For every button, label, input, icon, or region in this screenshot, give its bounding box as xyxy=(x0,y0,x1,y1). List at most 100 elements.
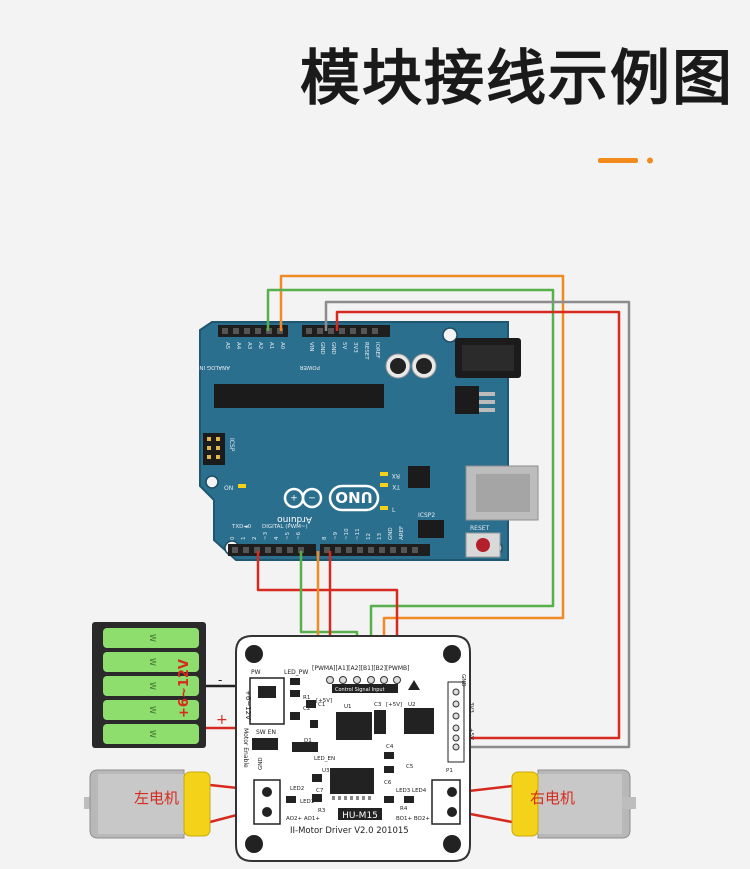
power-label: POWER xyxy=(299,364,320,370)
r4-label: R4 xyxy=(400,806,408,812)
txd-label: TXD◄0 xyxy=(231,524,252,530)
motor-enable-label: Motor Enable xyxy=(242,728,249,768)
left-motor-terminal xyxy=(253,779,281,825)
pin-label: A4 xyxy=(235,342,241,350)
right-motor-label: 右电机 xyxy=(530,789,575,807)
icsp-header xyxy=(203,433,225,465)
l-label: L xyxy=(392,507,396,514)
pin-label: RESET xyxy=(363,342,369,360)
arduino-logo: UNO − + Arduino xyxy=(277,484,380,524)
u1-label: U1 xyxy=(344,704,352,710)
pin-label: 0 xyxy=(230,536,236,540)
r1-label: R1 xyxy=(303,695,310,701)
battery-plus: + xyxy=(216,712,228,728)
p1-header xyxy=(447,681,465,763)
cell-mark: W xyxy=(148,682,157,690)
cell-mark: W xyxy=(148,730,157,738)
wire-orange-pwmb xyxy=(279,274,565,680)
driver-subtitle: II-Motor Driver V2.0 201015 xyxy=(290,826,409,836)
cell-mark: W xyxy=(148,634,157,642)
esd-warning-icon xyxy=(408,680,420,690)
pin-label: ~6 xyxy=(296,531,302,540)
right-motor-terminal xyxy=(431,779,461,825)
right-motor: 右电机 xyxy=(511,769,636,839)
icsp-label: ICSP xyxy=(228,438,235,452)
icsp2-label: ICSP2 xyxy=(418,512,435,519)
p1-label: P1 xyxy=(446,768,453,774)
c7-label: C7 xyxy=(316,788,324,794)
pin-label: GND xyxy=(319,342,325,355)
bo-label: BO1+ BO2+ xyxy=(396,816,430,822)
battery-voltage-label: +6~12V xyxy=(177,659,192,718)
pin-label: 1 xyxy=(241,537,247,541)
left-motor: 左电机 xyxy=(84,769,211,839)
cell-mark: W xyxy=(148,658,157,666)
power-terminal xyxy=(249,677,285,725)
svg-text:+: + xyxy=(290,492,298,502)
pin-label: 5V xyxy=(341,342,347,349)
pin-header-label: [PWMA][A1][A2][B1][B2][PWMB] xyxy=(312,665,409,672)
led2-label: LED2 xyxy=(290,786,304,792)
arduino-uno-board: A5 A4 A3 A2 A1 A0 VIN GND GND 5V 3V3 RES… xyxy=(199,321,539,561)
pin-label: 2 xyxy=(252,537,258,541)
gnd2-label: GND xyxy=(258,757,264,770)
atmega-chip xyxy=(214,384,384,408)
r3-label: R3 xyxy=(318,808,326,814)
led1-label: LED1 xyxy=(300,799,314,805)
analog-in-label: ANALOG IN xyxy=(199,364,230,370)
sw-en-label: SW EN xyxy=(256,729,276,736)
pin-label: 3V3 xyxy=(352,342,358,353)
pin-label: A3 xyxy=(246,342,252,350)
pw-label: PW xyxy=(251,669,261,676)
plus5v-left-label: [+5V] xyxy=(316,698,332,704)
svg-text:−: − xyxy=(308,492,316,502)
on-label: ON xyxy=(224,485,233,492)
left-motor-label: 左电机 xyxy=(134,789,179,807)
pin-label: A1 xyxy=(268,342,274,349)
control-signal-label: Control Signal Input xyxy=(335,687,385,693)
pin-label: A5 xyxy=(224,342,230,350)
u2-label: U2 xyxy=(408,702,416,708)
gnd-label: GND xyxy=(460,674,466,687)
c2-label: C2 xyxy=(303,706,310,712)
power-in-label: +6~12V xyxy=(244,690,252,720)
pin-label: ~11 xyxy=(355,528,361,540)
pin-label: A2 xyxy=(257,342,263,349)
pin-label: A0 xyxy=(279,342,285,350)
power-header xyxy=(302,325,390,337)
motor-driver-board: [PWMA][A1][A2][B1][B2][PWMB] Control Sig… xyxy=(235,635,474,862)
pin-label: VIN xyxy=(308,342,314,352)
wire-green-b2 xyxy=(266,288,555,680)
c1-label: C1 xyxy=(318,702,325,708)
pin-label: ~10 xyxy=(344,528,350,540)
pin-label: ~5 xyxy=(285,531,291,540)
pin-label: ~9 xyxy=(333,531,339,540)
c3-label: C3 xyxy=(374,702,382,708)
arduino-brand: Arduino xyxy=(277,514,312,524)
c5-label: C5 xyxy=(406,764,414,770)
c4-label: C4 xyxy=(386,744,394,750)
pin-label: 12 xyxy=(366,533,372,540)
pin-label: ~3 xyxy=(263,531,269,540)
c6-label: C6 xyxy=(384,780,392,786)
cell-mark: W xyxy=(148,706,157,714)
led4-label: LED4 xyxy=(412,788,427,794)
pin-label: GND xyxy=(388,527,394,540)
reset-label: RESET xyxy=(470,525,490,532)
v3-label: 3V3 xyxy=(468,702,474,713)
pin-label: AREF xyxy=(399,526,405,540)
led-en-label: LED_EN xyxy=(314,756,335,762)
vcc5-label: +5V xyxy=(468,728,474,740)
driver-model: HU-M15 xyxy=(342,811,378,821)
led-pw-label: LED_PW xyxy=(284,669,308,676)
pin-label: GND xyxy=(330,342,336,355)
led3-label: LED3 xyxy=(396,788,411,794)
battery-minus: - xyxy=(218,673,222,687)
wire-red-5v xyxy=(335,310,621,740)
d1-label: D1 xyxy=(304,738,312,744)
wire-gray-gnd xyxy=(324,300,631,749)
pin-label: 13 xyxy=(377,533,383,540)
pin-label: 4 xyxy=(274,536,280,540)
accent-mark xyxy=(598,157,653,164)
